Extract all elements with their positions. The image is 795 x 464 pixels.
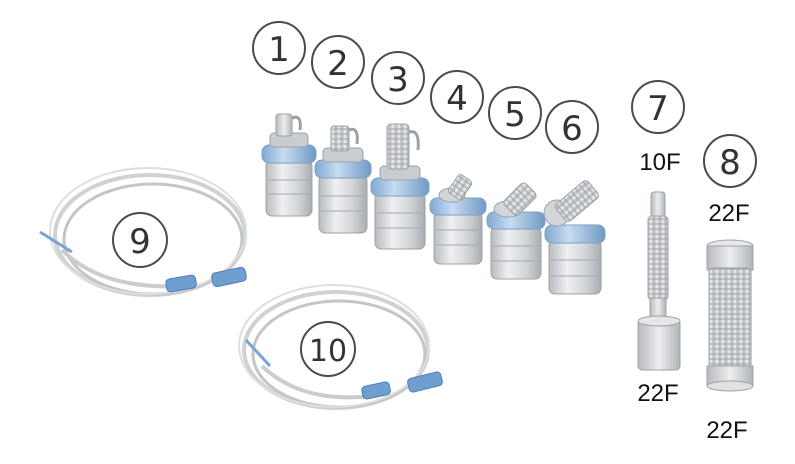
number-label-3: 3: [371, 51, 425, 105]
number-label-1-text: 1: [268, 30, 290, 70]
size-label-item7-top: 10F: [639, 149, 680, 176]
size-label-item8-top: 22F: [708, 200, 749, 227]
suction-jar-4: [429, 174, 487, 265]
coiled-tubing-9: [39, 167, 247, 297]
number-label-1: 1: [252, 21, 306, 75]
number-label-10: 10: [300, 321, 356, 377]
suction-jar-5: [486, 182, 546, 280]
connector-10b: [407, 371, 443, 393]
number-label-2: 2: [311, 35, 365, 89]
connector-9b: [211, 266, 247, 288]
size-label-item7-bottom: 22F: [637, 380, 678, 407]
number-label-9-text: 9: [129, 222, 151, 262]
size-label-item8-bottom: 22F: [706, 417, 747, 444]
number-label-4-text: 4: [446, 79, 468, 119]
number-label-5-text: 5: [504, 95, 526, 135]
number-label-5: 5: [488, 86, 542, 140]
number-label-7: 7: [631, 80, 685, 134]
number-label-7-text: 7: [647, 89, 669, 129]
connector-10a: [361, 381, 391, 400]
coiled-tubing-10: [238, 284, 443, 410]
number-label-6-text: 6: [561, 109, 583, 149]
suction-jar-1: [261, 113, 317, 217]
suction-jar-6: [543, 180, 606, 295]
number-label-10-text: 10: [309, 334, 347, 369]
number-label-6: 6: [545, 100, 599, 154]
corrugated-tube-8: [706, 239, 754, 392]
suction-jar-3: [370, 123, 430, 250]
number-label-8-text: 8: [719, 143, 741, 183]
number-label-3-text: 3: [387, 60, 409, 100]
corrugated-tube-7: [637, 191, 681, 371]
number-label-2-text: 2: [327, 44, 349, 84]
number-label-9: 9: [112, 212, 168, 268]
number-label-8: 8: [703, 134, 757, 188]
connector-9a: [165, 274, 197, 293]
number-label-4: 4: [430, 70, 484, 124]
suction-jar-2: [314, 125, 372, 234]
